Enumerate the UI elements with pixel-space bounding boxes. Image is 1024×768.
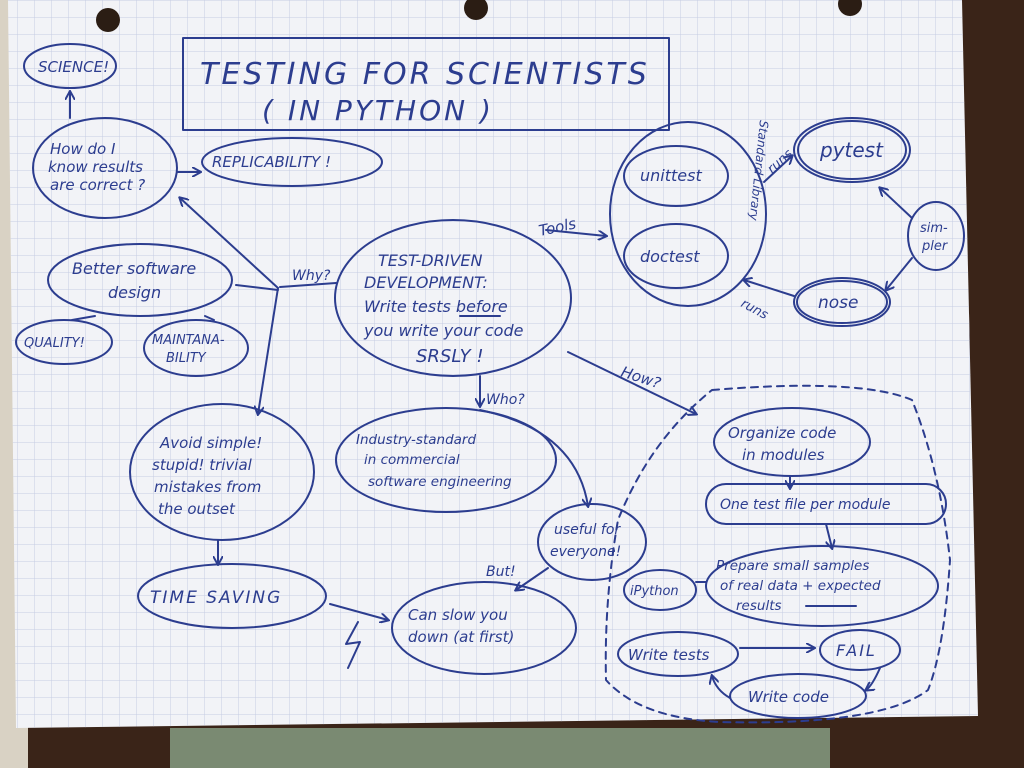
label-standard-library: Standard Library <box>746 120 771 222</box>
punch-hole <box>838 0 862 16</box>
design-to-maintainability <box>204 315 215 321</box>
write-code-text: Write code <box>748 688 829 706</box>
arrow-to-design <box>235 284 279 291</box>
better-design-text: Better software design <box>72 259 201 302</box>
ipython-node <box>623 569 697 611</box>
one-test-text: One test file per module <box>720 497 890 513</box>
write-code-node <box>729 673 867 719</box>
replicability-text: REPLICABILITY ! <box>212 153 331 171</box>
arrow-to-avoid <box>258 287 279 414</box>
maintainability-node <box>143 319 249 377</box>
slow-down-text: Can slow you down (at first) <box>408 606 514 646</box>
label-but: But! <box>486 564 516 580</box>
prepare-text: Prepare small samples of real data + exp… <box>716 558 885 614</box>
how-know-text: How do I know results are correct ? <box>48 140 148 194</box>
fail-node <box>819 629 901 671</box>
tdd-text: TEST-DRIVEN DEVELOPMENT: Write tests bef… <box>363 251 529 367</box>
doctest-text: doctest <box>640 247 700 266</box>
slow-down-node <box>391 581 577 675</box>
doctest-node <box>623 223 729 289</box>
punch-hole <box>464 0 488 20</box>
unittest-node <box>623 145 729 207</box>
prepare-node <box>705 545 939 627</box>
title-line-1: TESTING FOR SCIENTISTS <box>200 57 650 92</box>
arrow-runs-nose <box>744 280 795 297</box>
science-text: SCIENCE! <box>38 58 109 76</box>
time-saving-node <box>137 563 327 629</box>
arrow-to-useful <box>479 409 588 506</box>
simpler-text: sim- pler <box>920 221 952 254</box>
organize-text: Organize code in modules <box>728 424 841 464</box>
industry-text: Industry-standard in commercial software… <box>356 432 512 490</box>
useful-node <box>537 503 647 581</box>
time-saving-text: TIME SAVING <box>150 588 282 608</box>
arrow-but <box>516 567 549 590</box>
design-to-quality <box>71 315 96 321</box>
tdd-node <box>334 219 572 377</box>
quality-node <box>15 319 113 365</box>
fail-text: FAIL <box>836 641 877 660</box>
nose-text: nose <box>818 293 859 313</box>
arrow-simpler-nose <box>886 257 913 290</box>
maintainability-text: MAINTANA- BILITY <box>152 333 229 366</box>
simpler-node <box>907 201 965 271</box>
arrow-time-to-slow <box>329 603 388 620</box>
lightning-icon <box>345 621 361 669</box>
pytest-text: pytest <box>819 138 884 162</box>
science-node <box>23 43 117 89</box>
arrow-code-to-tests <box>712 676 731 699</box>
quality-text: QUALITY! <box>24 336 85 351</box>
industry-node <box>335 407 557 513</box>
write-tests-text: Write tests <box>628 646 710 664</box>
arrow-tools <box>545 229 606 236</box>
title-box <box>182 37 670 131</box>
punch-hole <box>96 8 120 32</box>
better-design-node <box>47 243 233 317</box>
standard-library-group <box>609 121 767 307</box>
avoid-text: Avoid simple! stupid! trivial mistakes f… <box>152 434 267 518</box>
label-runs-nose: runs <box>738 296 770 323</box>
pytest-node <box>793 117 911 183</box>
organize-node <box>713 407 871 477</box>
arrow-simpler-pytest <box>880 188 913 219</box>
nose-node <box>793 277 891 327</box>
unittest-text: unittest <box>640 166 702 185</box>
replicability-node <box>201 137 383 187</box>
title-line-2: ( IN PYTHON ) <box>262 94 494 127</box>
label-who: Who? <box>486 392 525 408</box>
arrow-runs-pytest <box>763 156 792 183</box>
avoid-node <box>129 403 315 541</box>
label-runs-pytest: runs <box>765 147 796 177</box>
label-why: Why? <box>292 268 331 284</box>
how-know-node <box>32 117 178 219</box>
workflow-region <box>604 384 951 724</box>
arrow-to-prepare <box>825 523 832 548</box>
ipython-text: iPython <box>630 584 679 599</box>
arrow-to-how-know <box>180 198 279 289</box>
arrow-how <box>567 351 696 414</box>
why-connector <box>279 282 337 288</box>
label-tools: Tools <box>537 214 578 239</box>
write-tests-node <box>617 631 739 677</box>
arrow-fail-to-code <box>866 667 881 690</box>
useful-text: useful for everyone! <box>550 522 625 560</box>
